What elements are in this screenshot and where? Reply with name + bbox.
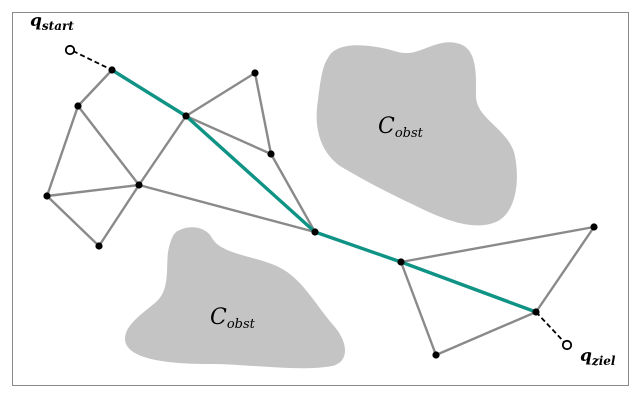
node bbox=[432, 351, 440, 359]
edge bbox=[184, 71, 257, 118]
node bbox=[397, 258, 405, 266]
edge bbox=[399, 225, 596, 264]
edge bbox=[269, 152, 317, 234]
node bbox=[267, 150, 275, 158]
goal-point bbox=[561, 339, 573, 351]
node bbox=[251, 69, 259, 77]
node bbox=[108, 66, 116, 74]
node bbox=[74, 102, 82, 110]
edge bbox=[45, 183, 141, 198]
edge bbox=[399, 260, 438, 357]
roadmap-edges bbox=[45, 68, 596, 357]
edge bbox=[137, 183, 317, 234]
roadmap-nodes bbox=[43, 66, 598, 359]
edge bbox=[76, 104, 141, 187]
node bbox=[311, 228, 319, 236]
edge bbox=[137, 114, 188, 187]
obstacle-region-top bbox=[316, 42, 517, 226]
edge bbox=[76, 68, 114, 108]
edge bbox=[534, 225, 596, 314]
node bbox=[532, 308, 540, 316]
edge bbox=[97, 183, 141, 248]
edge bbox=[184, 114, 273, 156]
goal-connection bbox=[535, 311, 567, 345]
obstacle-label-bottom: Cobst bbox=[210, 305, 256, 332]
obstacle-label-top: Cobst bbox=[378, 114, 424, 141]
node bbox=[590, 223, 598, 231]
edge bbox=[45, 104, 80, 198]
start-label: qstart bbox=[30, 11, 74, 33]
edge bbox=[45, 194, 101, 248]
node bbox=[95, 242, 103, 250]
edge bbox=[434, 310, 538, 357]
start-point bbox=[64, 44, 76, 56]
node bbox=[182, 112, 190, 120]
frame bbox=[12, 12, 629, 386]
node bbox=[135, 181, 143, 189]
start-connection bbox=[72, 50, 113, 71]
node bbox=[43, 192, 51, 200]
edge bbox=[253, 71, 273, 156]
obstacle-region-bottom bbox=[124, 227, 345, 369]
goal-label: qziel bbox=[580, 346, 616, 368]
